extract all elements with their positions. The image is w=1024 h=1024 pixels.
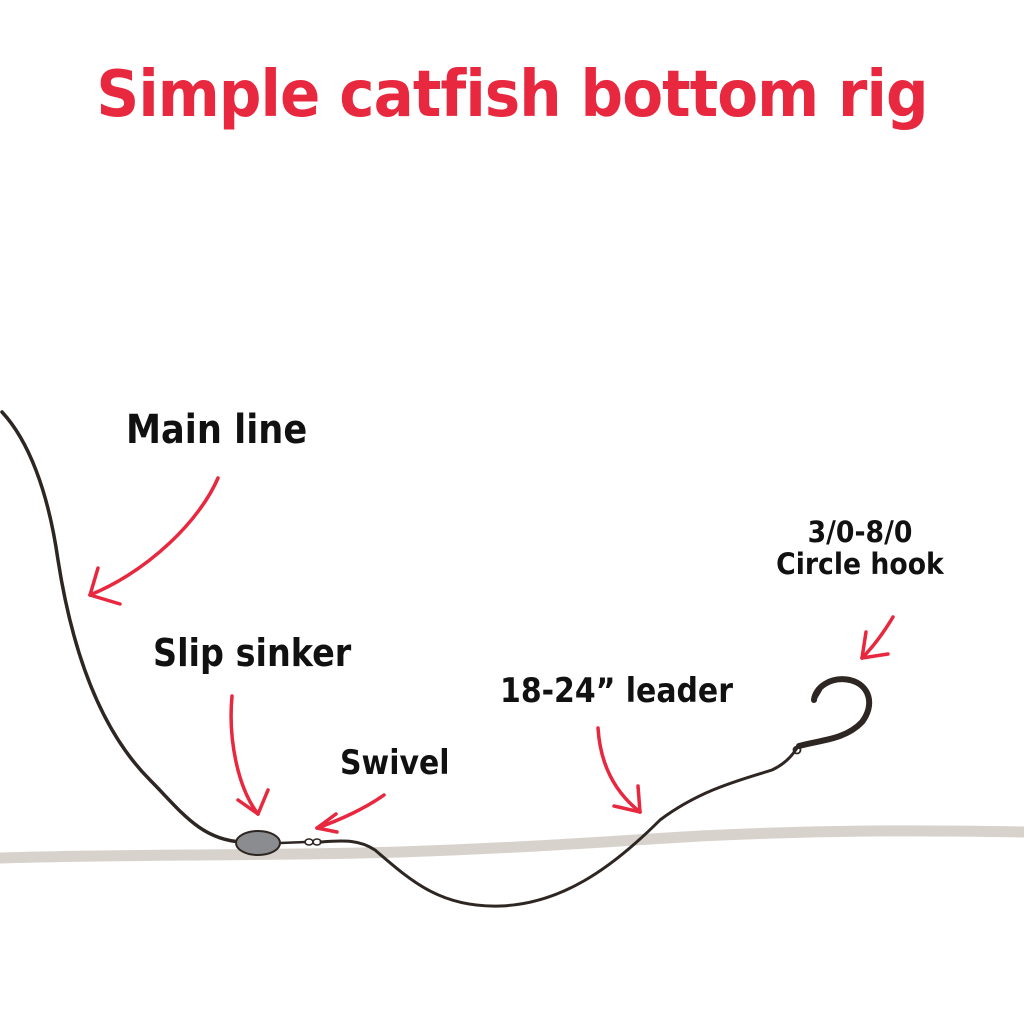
lake-bottom-line bbox=[0, 825, 1024, 864]
leader-label: 18-24” leader bbox=[500, 671, 733, 711]
arrow-swivel bbox=[315, 793, 386, 834]
hook-size-label: 3/0-8/0 bbox=[807, 515, 913, 549]
arrow-slip-sinker bbox=[229, 694, 270, 816]
arrow-main-line bbox=[88, 476, 220, 606]
main-line-label: Main line bbox=[126, 407, 308, 453]
circle-hook bbox=[792, 676, 873, 755]
hook-type-label: Circle hook bbox=[776, 547, 944, 582]
diagram-title: Simple catfish bottom rig bbox=[96, 58, 928, 132]
slip-sinker bbox=[235, 830, 281, 856]
main-line bbox=[0, 410, 244, 844]
circle-hook-label: 3/0-8/0 Circle hook bbox=[770, 516, 950, 581]
arrow-leader bbox=[596, 726, 642, 814]
swivel-label: Swivel bbox=[340, 743, 450, 783]
leader-line bbox=[319, 746, 799, 908]
arrow-circle-hook bbox=[860, 615, 895, 660]
swivel bbox=[304, 838, 322, 846]
sinker-line bbox=[279, 840, 307, 845]
slip-sinker-label: Slip sinker bbox=[153, 631, 352, 675]
